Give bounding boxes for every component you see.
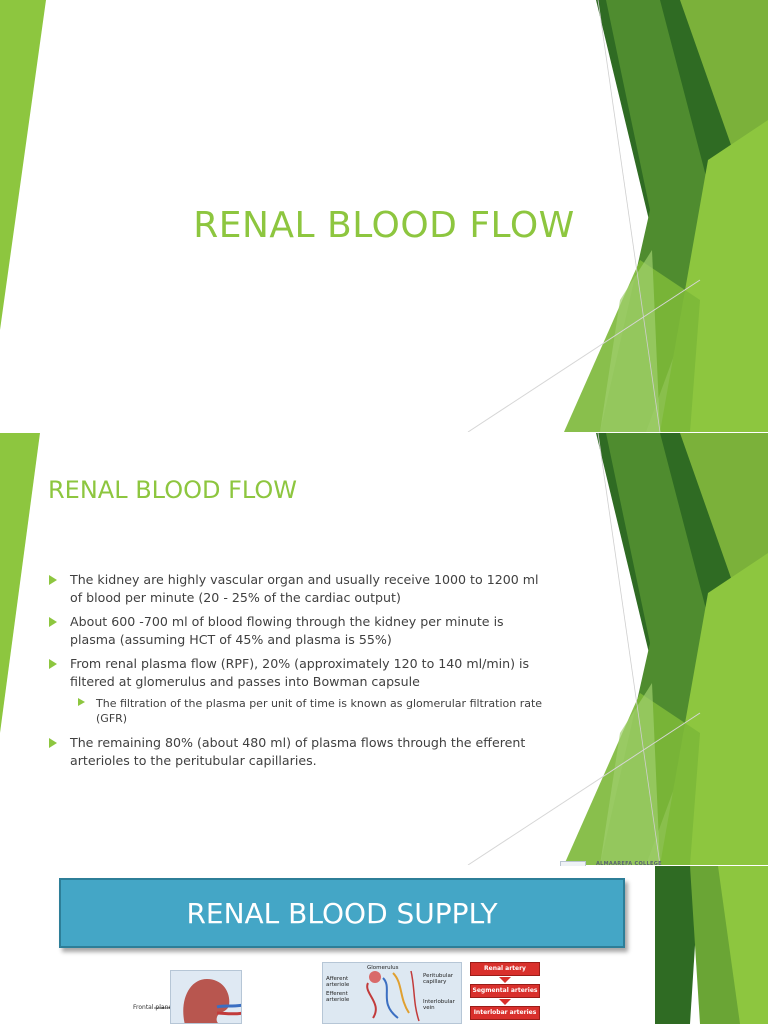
college-logo-text: ALMAAREFA COLLEGE (596, 861, 662, 867)
nephron-icon (366, 970, 420, 1022)
bullet-list: The kidney are highly vascular organ and… (48, 571, 548, 776)
bullet-text: The remaining 80% (about 480 ml) of plas… (70, 735, 526, 768)
bullet-text: From renal plasma flow (RPF), 20% (appro… (70, 656, 530, 689)
triangle-bullet-icon (49, 575, 57, 585)
slide2-title: RENAL BLOOD FLOW (48, 476, 298, 504)
kidney-diagram: Frontal plane (128, 970, 248, 1024)
interlobular-vein-label: Interlobular vein (423, 999, 455, 1011)
slide-content: RENAL BLOOD FLOW The kidney are highly v… (0, 433, 768, 865)
bullet-text: The filtration of the plasma per unit of… (96, 697, 543, 725)
list-item: The remaining 80% (about 480 ml) of plas… (48, 734, 548, 770)
peritubular-label: Peritubular capillary (423, 973, 454, 985)
frontal-plane-label: Frontal plane (133, 1004, 173, 1011)
flow-step-interlobar-arteries: Interlobar arteries (470, 1006, 540, 1020)
list-subitem: The filtration of the plasma per unit of… (48, 696, 548, 726)
slide-blood-supply: RENAL BLOOD SUPPLY Frontal plane Glomeru… (0, 866, 768, 1024)
bullet-text: The kidney are highly vascular organ and… (70, 572, 539, 605)
list-item: About 600 -700 ml of blood flowing throu… (48, 613, 548, 649)
slide1-title: RENAL BLOOD FLOW (193, 205, 575, 246)
banner-title: RENAL BLOOD SUPPLY (186, 896, 498, 930)
bullet-text: About 600 -700 ml of blood flowing throu… (70, 614, 504, 647)
blood-flow-chart: Renal artery Segmental arteries Interlob… (470, 962, 540, 1020)
triangle-bullet-icon (49, 659, 57, 669)
kidney-illustration (170, 970, 242, 1024)
nephron-diagram: Glomerulus Afferent arteriole Efferent a… (322, 962, 462, 1024)
flow-step-segmental-arteries: Segmental arteries (470, 984, 540, 998)
down-arrow-icon (499, 999, 511, 1005)
efferent-label: Efferent arteriole (326, 991, 350, 1003)
list-item: From renal plasma flow (RPF), 20% (appro… (48, 655, 548, 691)
down-arrow-icon (499, 977, 511, 983)
list-item: The kidney are highly vascular organ and… (48, 571, 548, 607)
flow-step-renal-artery: Renal artery (470, 962, 540, 976)
section-banner: RENAL BLOOD SUPPLY (59, 878, 625, 948)
triangle-bullet-icon (49, 617, 57, 627)
triangle-bullet-icon (49, 738, 57, 748)
glomerulus-label: Glomerulus (367, 965, 399, 971)
slide-title: RENAL BLOOD FLOW (0, 0, 768, 432)
triangle-bullet-icon (78, 698, 85, 706)
kidney-icon (183, 979, 241, 1023)
afferent-label: Afferent arteriole (326, 976, 350, 988)
